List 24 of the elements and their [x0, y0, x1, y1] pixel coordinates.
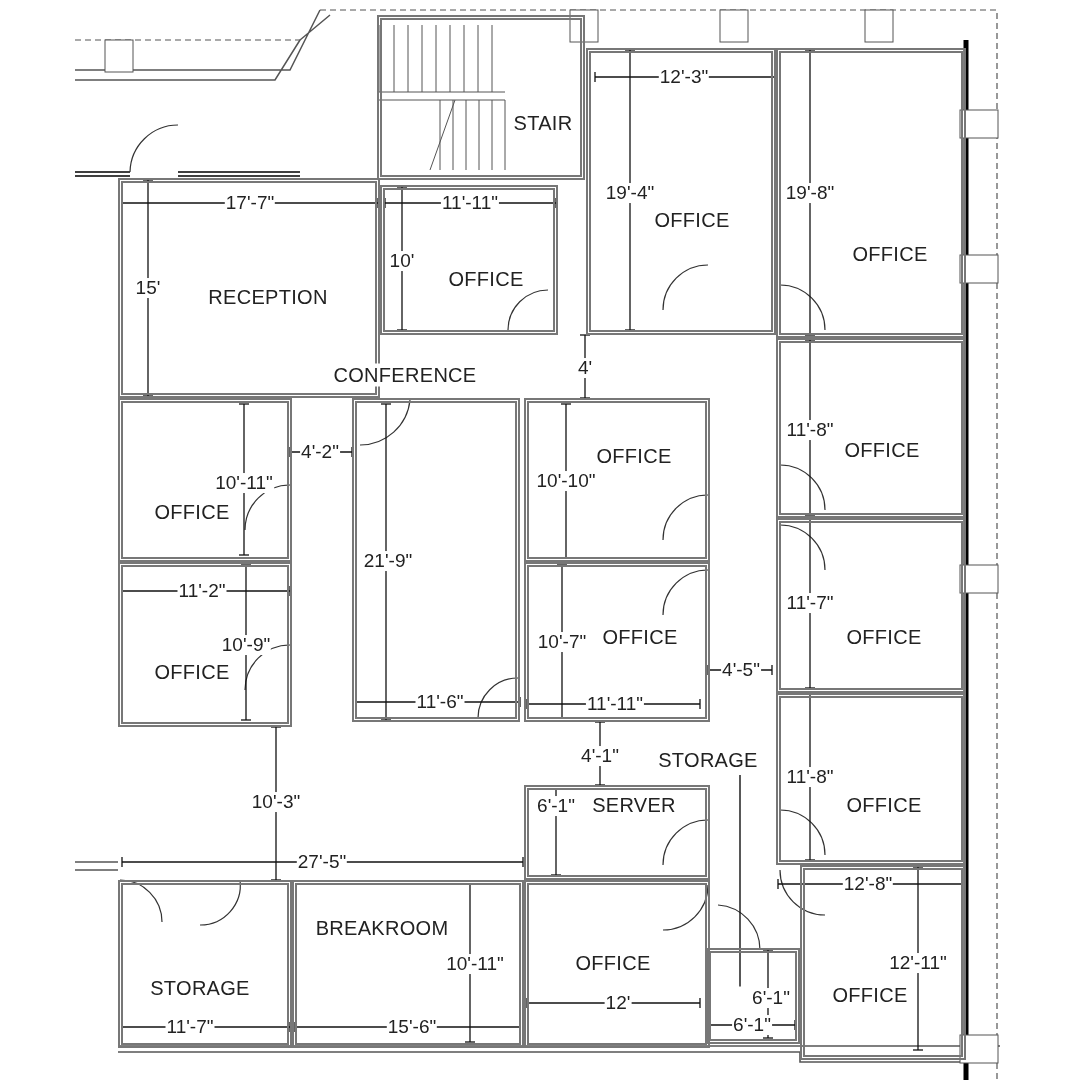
dimension-label: 6'-1": [751, 988, 791, 1008]
dimension-label: 6'-1": [732, 1015, 772, 1035]
leader-line: [739, 774, 741, 988]
dimension-label: 15': [134, 278, 162, 298]
stair-room: [377, 15, 585, 180]
office-room: [524, 880, 710, 1048]
dimension-label: 11'-7": [785, 593, 835, 613]
dimension-label: 11'-8": [785, 420, 835, 440]
dimension-label: 11'-8": [785, 767, 835, 787]
dimension-label: 10'-3": [250, 792, 302, 812]
dimension-label: 19'-8": [784, 183, 836, 203]
dimension-label: 21'-9": [362, 551, 414, 571]
dimension-label: 6'-1": [536, 796, 576, 816]
dimension-label: 19'-4": [604, 183, 656, 203]
dimension-label: 10'-11": [214, 473, 274, 493]
dimension-label: 10'-9": [220, 635, 272, 655]
dimension-label: 10': [388, 251, 416, 271]
dimension-label: 10'-10": [535, 471, 597, 491]
room-name: CONFERENCE: [331, 363, 479, 387]
dimension-label: 10'-11": [445, 954, 505, 974]
dimension-label: 4': [576, 358, 594, 378]
dimension-label: 10'-7": [536, 632, 588, 652]
dimension-label: 4'-1": [580, 746, 620, 766]
dimension-label: 12'-11": [888, 953, 948, 973]
